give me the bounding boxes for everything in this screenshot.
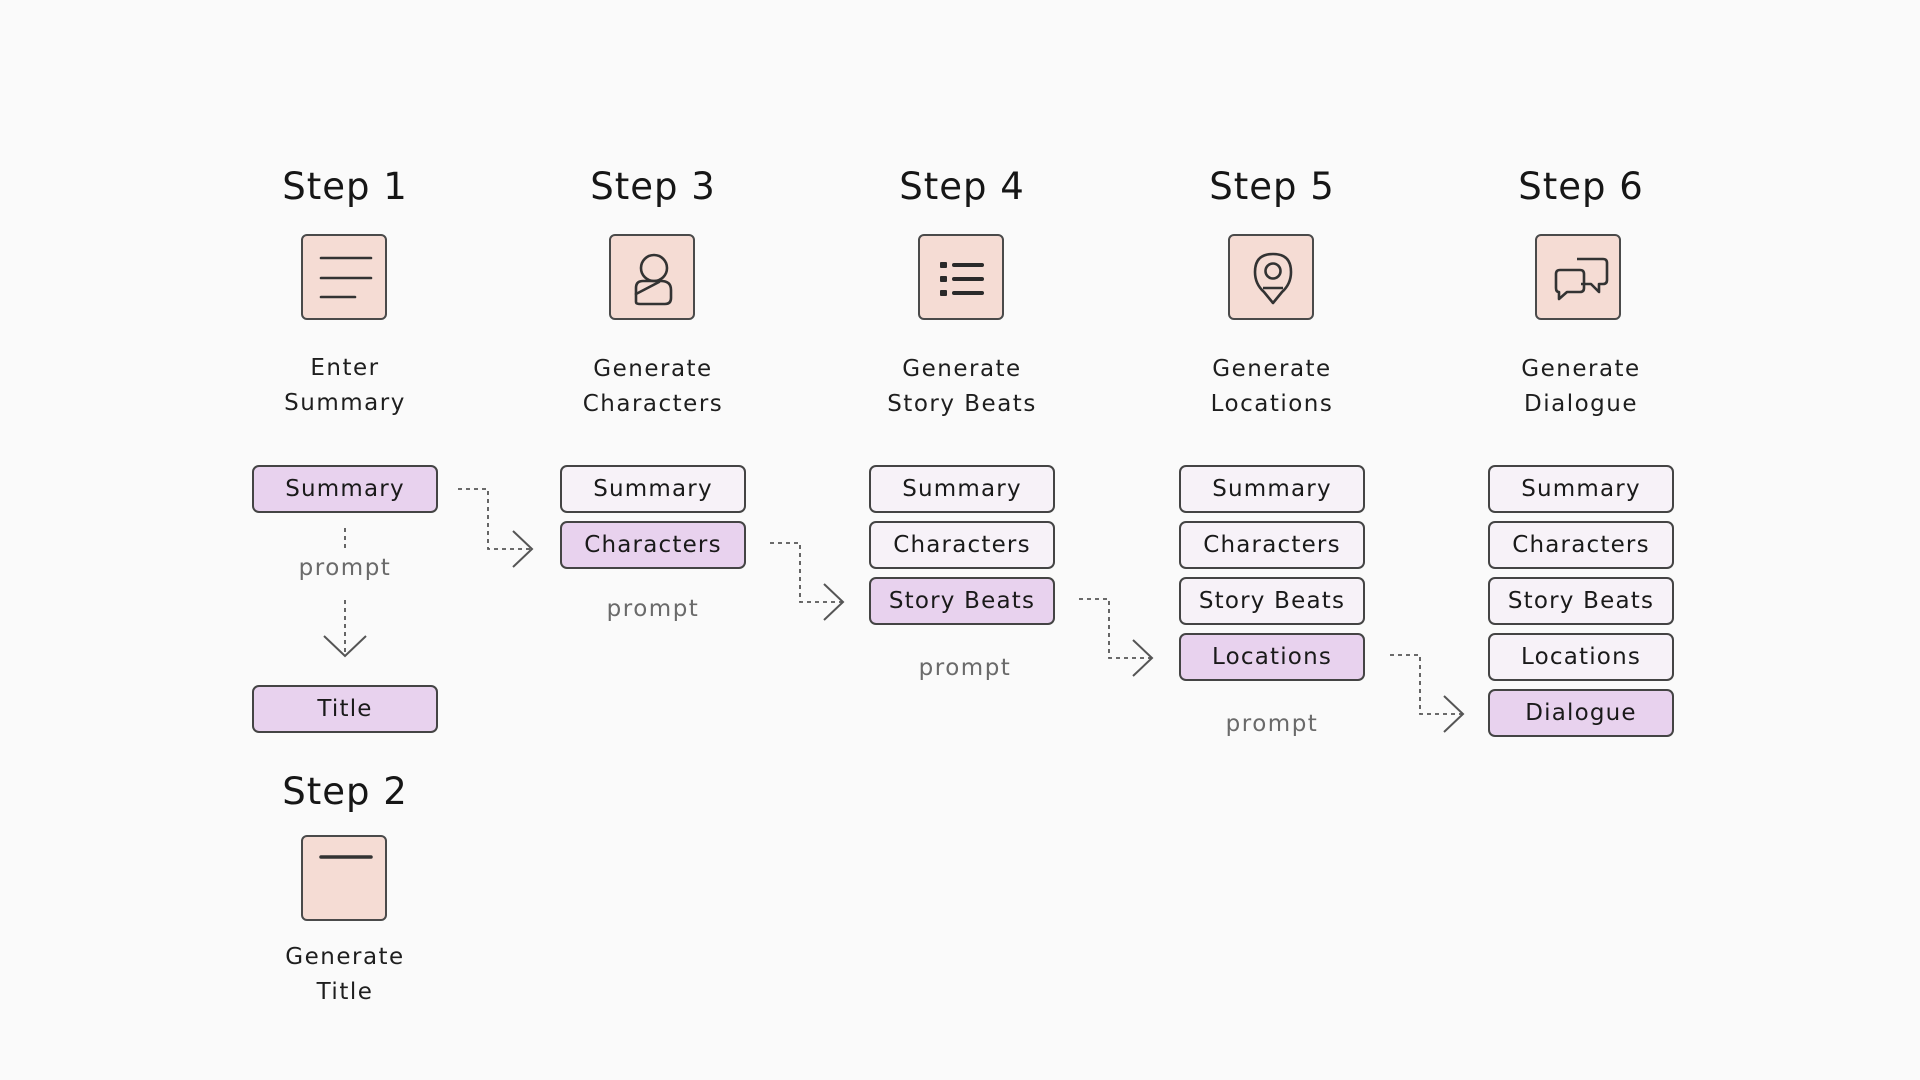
arrowhead-step5 xyxy=(1132,639,1154,677)
step6-icon-box xyxy=(1535,234,1621,320)
input-chip-story-beats: Story Beats xyxy=(1179,577,1365,625)
input-chip-story-beats: Story Beats xyxy=(1488,577,1674,625)
input-chip-characters: Characters xyxy=(869,521,1055,569)
step2-icon-box xyxy=(301,835,387,921)
input-chip-characters: Characters xyxy=(1488,521,1674,569)
step-label-line2: Story Beats xyxy=(887,391,1037,417)
output-chip-dialogue: Dialogue xyxy=(1488,689,1674,737)
connector-step4-step5 xyxy=(1079,598,1151,659)
location-pin-icon xyxy=(1253,252,1293,305)
step-title: Step 5 xyxy=(1209,165,1335,208)
input-chip-summary: Summary xyxy=(1179,465,1365,513)
lines-icon xyxy=(319,256,373,299)
step-label-line1: Generate xyxy=(1212,356,1332,382)
connector-step5-step6 xyxy=(1390,654,1462,715)
step4-icon-box xyxy=(918,234,1004,320)
step-label-line1: Enter xyxy=(310,355,380,381)
connector-step1-step3 xyxy=(458,488,530,550)
step-label-line2: Locations xyxy=(1210,391,1334,417)
output-chip-characters: Characters xyxy=(560,521,746,569)
step-title: Step 3 xyxy=(590,165,716,208)
step-label-line2: Title xyxy=(316,979,374,1005)
output-chip-summary: Summary xyxy=(252,465,438,513)
chat-bubbles-icon xyxy=(1554,257,1609,301)
step-label-line1: Generate xyxy=(902,356,1022,382)
title-bar-icon xyxy=(319,855,373,859)
input-chip-summary: Summary xyxy=(560,465,746,513)
step1-down-arrowhead xyxy=(323,635,367,658)
step3-icon-box xyxy=(609,234,695,320)
step-label-line1: Generate xyxy=(1521,356,1641,382)
prompt-label: prompt xyxy=(606,596,700,622)
step5-icon-box xyxy=(1228,234,1314,320)
input-chip-summary: Summary xyxy=(869,465,1055,513)
arrowhead-step6 xyxy=(1443,695,1465,733)
output-chip-story-beats: Story Beats xyxy=(869,577,1055,625)
step-title: Step 6 xyxy=(1518,165,1644,208)
input-chip-summary: Summary xyxy=(1488,465,1674,513)
step1-icon-box xyxy=(301,234,387,320)
list-icon xyxy=(940,262,984,296)
prompt-label: prompt xyxy=(1225,711,1319,737)
step-label-line2: Summary xyxy=(284,390,406,416)
step-title: Step 2 xyxy=(282,770,408,813)
person-icon xyxy=(634,253,673,306)
prompt-label: prompt xyxy=(918,655,1012,681)
input-chip-locations: Locations xyxy=(1488,633,1674,681)
input-chip-characters: Characters xyxy=(1179,521,1365,569)
prompt-label: prompt xyxy=(298,555,392,581)
step-label-line1: Generate xyxy=(593,356,713,382)
step-label-line2: Characters xyxy=(582,391,724,417)
step-title: Step 4 xyxy=(899,165,1025,208)
output-chip-locations: Locations xyxy=(1179,633,1365,681)
step-title: Step 1 xyxy=(282,165,408,208)
output-chip-title: Title xyxy=(252,685,438,733)
arrowhead-step4 xyxy=(823,583,845,621)
arrowhead-step3 xyxy=(512,530,534,568)
step-label-line2: Dialogue xyxy=(1524,391,1638,417)
connector-step3-step4 xyxy=(770,542,842,603)
step-label-line1: Generate xyxy=(285,944,405,970)
